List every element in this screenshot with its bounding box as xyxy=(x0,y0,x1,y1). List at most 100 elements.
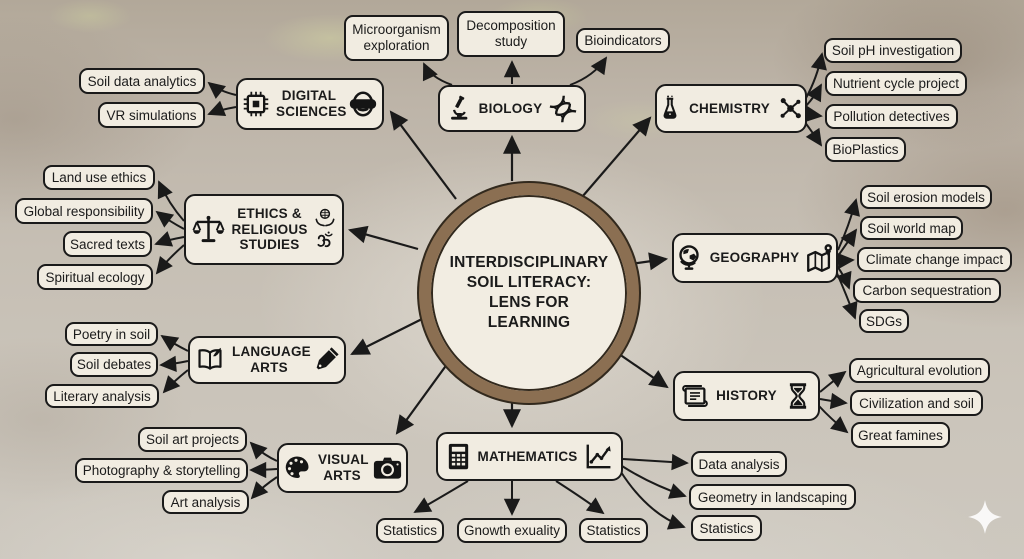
palette-icon xyxy=(285,456,309,479)
sub-node-label: Spiritual ecology xyxy=(45,269,145,285)
branch-geography: GEOGRAPHY xyxy=(672,233,838,283)
branch-chemistry: CHEMISTRY xyxy=(655,84,807,133)
microscope-icon xyxy=(450,95,468,120)
sub-node-label: Pollution detectives xyxy=(833,109,950,124)
sub-node-label: Data analysis xyxy=(698,456,780,472)
globe-icon xyxy=(679,245,699,270)
branch-label: ETHICS & RELIGIOUS STUDIES xyxy=(231,206,308,253)
sub-node: Microorganism exploration xyxy=(344,15,449,61)
sub-node: Carbon sequestration xyxy=(853,278,1001,303)
branch-label: VISUAL ARTS xyxy=(318,452,369,483)
sub-node: Climate change impact xyxy=(857,247,1012,272)
sub-node: Civilization and soil xyxy=(850,390,983,416)
sub-node: Soil pH investigation xyxy=(824,38,962,63)
sub-node-label: Statistics xyxy=(586,523,641,538)
sub-node-label: Nutrient cycle project xyxy=(832,76,960,91)
sub-node: Spiritual ecology xyxy=(37,264,153,290)
map-pin-icon xyxy=(807,243,833,272)
sub-node: Poetry in soil xyxy=(65,322,158,346)
branch-language-arts: LANGUAGE ARTS xyxy=(188,336,346,384)
sub-node-label: Soil art projects xyxy=(145,432,240,447)
cpu-chip-icon xyxy=(243,91,269,117)
sub-node-label: Geometry in landscaping xyxy=(697,489,848,505)
sub-node: Global responsibility xyxy=(15,198,153,224)
sub-node-label: Poetry in soil xyxy=(72,326,151,342)
branch-digital-sciences: DIGITAL SCIENCES xyxy=(236,78,384,130)
sub-node: Soil erosion models xyxy=(860,185,992,209)
sub-node-label: Decomposition study xyxy=(466,17,556,49)
branch-label: HISTORY xyxy=(716,388,777,404)
sub-node-label: Land use ethics xyxy=(51,170,147,185)
sub-node-label: Statistics xyxy=(699,520,754,536)
sub-node: Soil art projects xyxy=(138,427,247,452)
sub-node-label: Literary analysis xyxy=(53,388,151,404)
balance-scale-icon xyxy=(192,215,225,243)
sub-node: Statistics xyxy=(691,515,762,541)
sub-node-label: Art analysis xyxy=(170,494,241,510)
sub-node: Gnowth exuality xyxy=(457,518,567,543)
sub-node-label: Soil pH investigation xyxy=(831,43,955,58)
branch-biology: BIOLOGY xyxy=(438,85,586,132)
calculator-icon xyxy=(448,443,468,470)
branch-label: DIGITAL SCIENCES xyxy=(276,88,347,119)
branch-label: GEOGRAPHY xyxy=(709,250,800,266)
sub-node: Bioindicators xyxy=(576,28,670,53)
flask-icon xyxy=(663,95,677,119)
sub-node: Soil world map xyxy=(860,216,963,240)
sub-node-label: Soil data analytics xyxy=(87,73,197,89)
sub-node-label: VR simulations xyxy=(106,107,197,123)
sub-node-label: Carbon sequestration xyxy=(862,283,992,298)
sub-node: Art analysis xyxy=(162,490,249,514)
sub-node: Land use ethics xyxy=(43,165,155,190)
sub-node-label: Soil world map xyxy=(867,220,956,236)
sub-node-label: Agricultural evolution xyxy=(856,363,983,378)
sub-node: SDGs xyxy=(859,309,909,333)
branch-label: CHEMISTRY xyxy=(689,100,770,116)
sub-node: Decomposition study xyxy=(457,11,565,57)
sub-node: Soil debates xyxy=(70,352,158,377)
branch-visual-arts: VISUAL ARTS xyxy=(277,443,408,493)
sub-node-label: Climate change impact xyxy=(865,252,1004,267)
sub-node: Great famines xyxy=(851,422,950,448)
dna-icon xyxy=(550,95,577,122)
sub-node: Literary analysis xyxy=(45,384,159,408)
sub-node: Geometry in landscaping xyxy=(689,484,856,510)
hands-globe-icon xyxy=(314,208,335,227)
sub-node-label: Photography & storytelling xyxy=(82,463,241,478)
hourglass-icon xyxy=(789,383,806,409)
sub-node-label: Sacred texts xyxy=(69,236,146,252)
sub-node-label: Bioindicators xyxy=(584,33,662,48)
sub-node-label: Soil debates xyxy=(76,357,152,372)
branch-ethics-religious-studies: ETHICS & RELIGIOUS STUDIES xyxy=(184,194,344,265)
branch-label: LANGUAGE ARTS xyxy=(232,344,311,375)
branch-label: MATHEMATICS xyxy=(477,448,578,464)
branch-history: HISTORY xyxy=(673,371,820,421)
sub-node-label: SDGs xyxy=(866,313,903,329)
sparkle-icon xyxy=(968,500,1002,534)
sub-node: VR simulations xyxy=(98,102,205,128)
branch-label: BIOLOGY xyxy=(478,100,543,116)
pen-icon xyxy=(316,347,339,370)
sub-node: BioPlastics xyxy=(825,137,906,162)
ethics-icons xyxy=(314,207,336,252)
sub-node-label: Civilization and soil xyxy=(859,395,974,411)
sub-node: Photography & storytelling xyxy=(75,458,248,483)
sub-node-label: Global responsibility xyxy=(23,203,145,219)
sub-node: Sacred texts xyxy=(63,231,152,257)
central-topic: INTERDISCIPLINARY SOIL LITERACY: LENS FO… xyxy=(419,183,639,403)
molecule-icon xyxy=(780,98,801,119)
sub-node-label: Soil erosion models xyxy=(867,189,985,205)
sub-node-label: Microorganism exploration xyxy=(352,21,441,53)
sub-node: Pollution detectives xyxy=(825,104,958,129)
sub-node-label: BioPlastics xyxy=(832,142,899,157)
central-topic-title: INTERDISCIPLINARY SOIL LITERACY: LENS FO… xyxy=(449,253,609,332)
line-chart-icon xyxy=(587,444,612,469)
camera-icon xyxy=(373,457,402,479)
branch-mathematics: MATHEMATICS xyxy=(436,432,623,481)
scroll-icon xyxy=(682,385,709,407)
sub-node: Nutrient cycle project xyxy=(825,71,967,96)
sub-node: Statistics xyxy=(579,518,648,543)
sub-node-label: Statistics xyxy=(383,523,438,538)
